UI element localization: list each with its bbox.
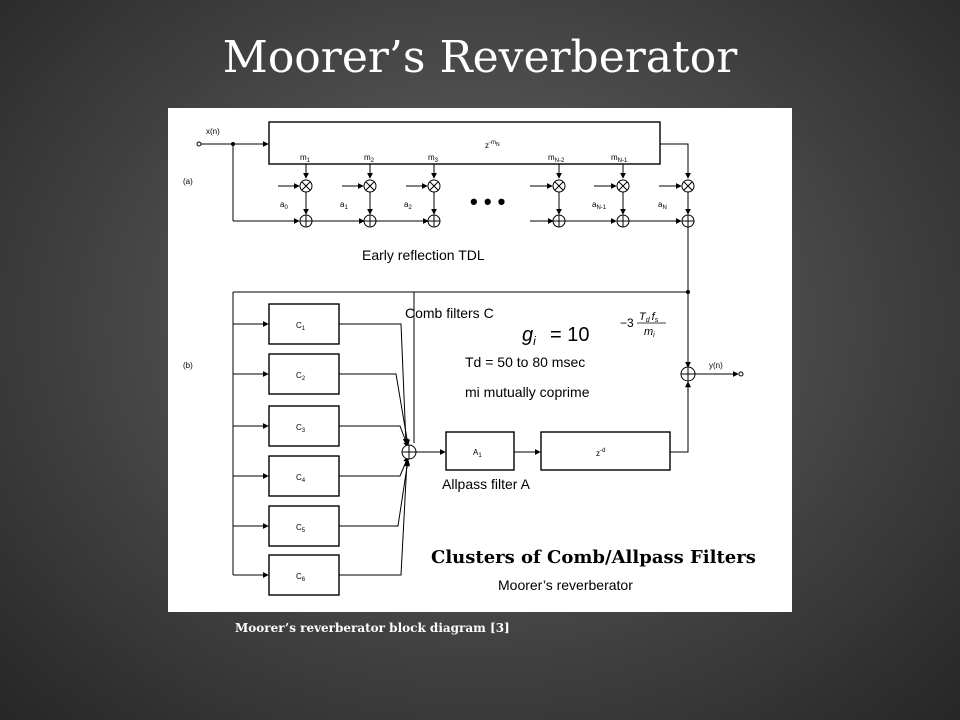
tap-column-1: m1 a1 bbox=[278, 153, 348, 228]
output-terminal bbox=[738, 371, 744, 377]
part-a-label: (a) bbox=[183, 177, 193, 186]
comb-filters-label: Comb filters C bbox=[405, 305, 494, 321]
svg-text:C2: C2 bbox=[296, 371, 306, 382]
svg-text:C1: C1 bbox=[296, 321, 306, 332]
block-diagram-figure: x(n) z-mN (a) a0 m1 a1 m2 a2 m3 bbox=[168, 108, 792, 612]
comb-filter-2: C2 bbox=[268, 353, 340, 395]
comb-filter-5: C5 bbox=[268, 505, 340, 547]
ellipsis: • • • bbox=[470, 189, 505, 214]
block-diagram-svg: x(n) z-mN (a) a0 m1 a1 m2 a2 m3 bbox=[183, 121, 756, 596]
svg-text:z-d: z-d bbox=[596, 448, 605, 458]
svg-text:a2: a2 bbox=[404, 200, 412, 211]
svg-text:mN-1: mN-1 bbox=[611, 153, 628, 164]
moorer-label: Moorer’s reverberator bbox=[498, 577, 633, 593]
coprime-text: mi mutually coprime bbox=[465, 384, 590, 400]
slide-title: Moorer’s Reverberator bbox=[222, 32, 738, 83]
tap-column-4: mN-2 bbox=[530, 153, 566, 228]
svg-text:A1: A1 bbox=[473, 448, 482, 459]
tap-column-3: m3 bbox=[406, 153, 441, 228]
clusters-title: Clusters of Comb/Allpass Filters bbox=[431, 547, 756, 568]
svg-text:−3: −3 bbox=[620, 316, 634, 330]
svg-text:aN: aN bbox=[658, 200, 667, 211]
svg-text:C4: C4 bbox=[296, 473, 306, 484]
allpass-filter-box: A1 bbox=[445, 431, 515, 471]
svg-text:m1: m1 bbox=[300, 153, 311, 164]
input-terminal bbox=[196, 141, 202, 147]
svg-text:C5: C5 bbox=[296, 523, 306, 534]
comb-filter-6: C6 bbox=[268, 554, 340, 596]
output-delay-box: z-d bbox=[540, 431, 671, 471]
delay-line-label: z-mN bbox=[485, 140, 500, 150]
allpass-filter-label: Allpass filter A bbox=[442, 476, 531, 492]
output-label: y(n) bbox=[709, 361, 723, 370]
svg-text:mi: mi bbox=[644, 326, 655, 339]
tapped-delay-line bbox=[268, 121, 661, 165]
figure-caption: Moorer’s reverberator block diagram [3] bbox=[235, 621, 510, 635]
svg-text:a1: a1 bbox=[340, 200, 348, 211]
tap-column-2: m2 a2 bbox=[342, 153, 412, 228]
svg-text:m3: m3 bbox=[428, 153, 439, 164]
coef-a0-label: a0 bbox=[280, 200, 288, 211]
svg-text:= 10: = 10 bbox=[550, 324, 589, 346]
svg-text:aN-1: aN-1 bbox=[592, 200, 607, 211]
svg-text:mN-2: mN-2 bbox=[548, 153, 565, 164]
td-range-text: Td = 50 to 80 msec bbox=[465, 354, 585, 370]
comb-filter-1: C1 bbox=[268, 303, 340, 345]
tap-column-5: mN-1 aN-1 bbox=[592, 153, 630, 228]
part-b-label: (b) bbox=[183, 361, 193, 370]
svg-text:C6: C6 bbox=[296, 572, 306, 583]
comb-filter-3: C3 bbox=[268, 405, 340, 447]
tap-column-6: aN bbox=[658, 143, 695, 228]
svg-text:C3: C3 bbox=[296, 423, 306, 434]
comb-filter-4: C4 bbox=[268, 455, 340, 497]
svg-text:m2: m2 bbox=[364, 153, 375, 164]
input-label: x(n) bbox=[206, 127, 220, 136]
svg-text:gi: gi bbox=[522, 324, 536, 348]
early-reflection-label: Early reflection TDL bbox=[362, 247, 485, 263]
